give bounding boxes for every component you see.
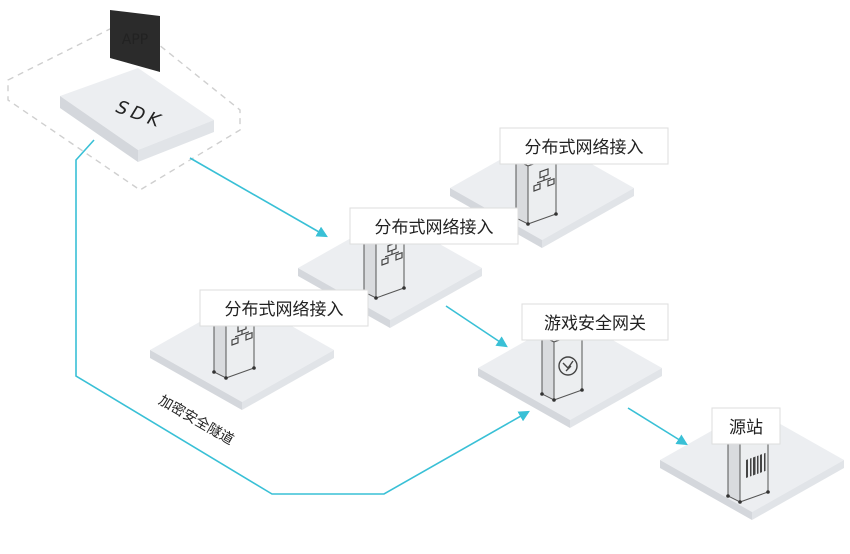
- label-access-middle-text: 分布式网络接入: [375, 218, 494, 238]
- label-origin-text: 源站: [729, 418, 763, 438]
- links: [75, 139, 688, 495]
- network-topology-icon: [533, 168, 555, 192]
- label-access-middle: 分布式网络接入: [349, 207, 519, 245]
- app-tag-label: APP: [122, 32, 148, 48]
- shield-gateway-icon: [558, 356, 578, 376]
- tunnel-label: 加密安全隧道: [156, 392, 237, 449]
- server-access-back: [513, 149, 559, 227]
- label-access-back: 分布式网络接入: [499, 127, 669, 165]
- barcode-server-icon: [746, 452, 766, 478]
- label-access-front-text: 分布式网络接入: [225, 300, 344, 320]
- label-access-back-text: 分布式网络接入: [525, 138, 644, 158]
- server-gateway: [539, 325, 585, 403]
- network-topology-icon: [381, 242, 403, 266]
- label-gateway-text: 游戏安全网关: [544, 314, 646, 334]
- link-sdk-to-access: [189, 157, 328, 238]
- link-tunnel: [75, 139, 530, 495]
- server-access-front: [211, 303, 257, 381]
- link-access-to-gateway: [445, 305, 508, 348]
- app-tag: APP: [110, 10, 160, 72]
- network-topology-icon: [231, 322, 253, 346]
- label-access-front: 分布式网络接入: [199, 289, 369, 327]
- sdk-platform: [60, 68, 214, 162]
- label-origin: 源站: [711, 407, 781, 445]
- server-origin: [725, 427, 771, 505]
- link-gateway-to-origin: [627, 407, 688, 446]
- label-gateway: 游戏安全网关: [521, 303, 669, 341]
- server-access-middle: [361, 223, 407, 301]
